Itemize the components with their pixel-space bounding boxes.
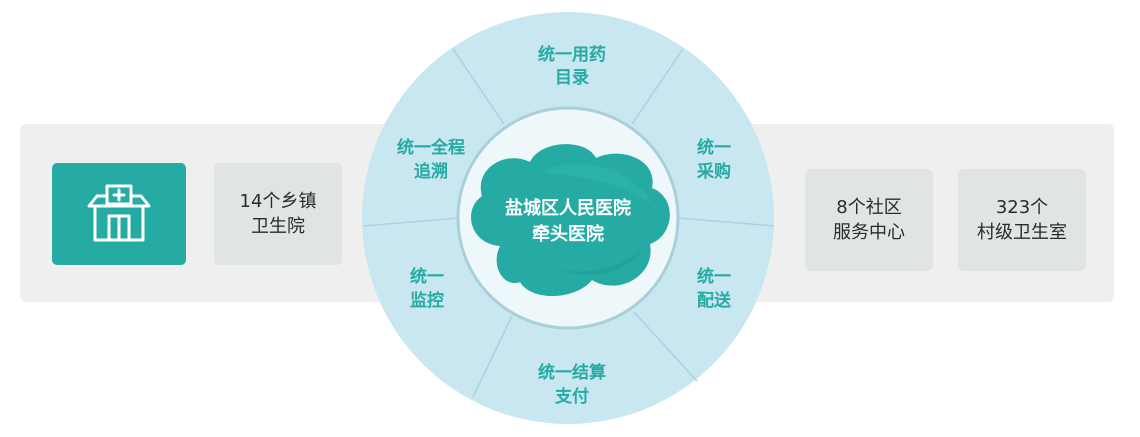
segment-unified-procurement: 统一 采购 — [696, 137, 731, 182]
card-line: 卫生院 — [251, 216, 305, 237]
cloud-shape — [470, 144, 670, 297]
segment-label: 统一 — [697, 266, 731, 287]
segment-unified-traceability: 统一全程 追溯 — [397, 137, 465, 182]
segment-label: 配送 — [697, 290, 732, 311]
segment-unified-settlement: 统一结算 支付 — [538, 362, 606, 407]
segment-label: 采购 — [696, 161, 731, 182]
community-service-centers-card: 8个社区 服务中心 — [805, 169, 933, 271]
card-line: 323个 — [995, 197, 1049, 218]
wheel-dividers — [362, 48, 775, 398]
segment-label: 支付 — [555, 386, 589, 407]
card-line: 服务中心 — [833, 222, 905, 243]
hospital-building-icon — [87, 184, 151, 242]
segment-label: 统一用药 — [538, 44, 606, 65]
hospital-tile — [52, 163, 186, 265]
card-line: 8个社区 — [836, 197, 902, 218]
village-clinics-card: 323个 村级卫生室 — [958, 169, 1086, 271]
segment-unified-distribution: 统一 配送 — [697, 266, 732, 311]
segment-label: 统一结算 — [538, 362, 606, 383]
card-line: 村级卫生室 — [977, 222, 1067, 243]
segment-label: 目录 — [555, 68, 589, 88]
segment-label: 统一 — [410, 266, 444, 287]
segment-unified-drug-catalog: 统一用药 目录 — [538, 44, 606, 88]
hub-subtitle: 牵头医院 — [532, 223, 604, 245]
township-health-centers-card: 14个乡镇 卫生院 — [214, 163, 342, 265]
hub-title: 盐城区人民医院 — [505, 197, 631, 219]
segment-label: 统一 — [697, 137, 731, 158]
segment-unified-monitoring: 统一 监控 — [410, 266, 444, 311]
segment-label: 统一全程 — [397, 137, 465, 158]
segment-label: 追溯 — [414, 161, 448, 182]
card-line: 14个乡镇 — [239, 191, 317, 212]
segment-label: 监控 — [410, 290, 444, 311]
